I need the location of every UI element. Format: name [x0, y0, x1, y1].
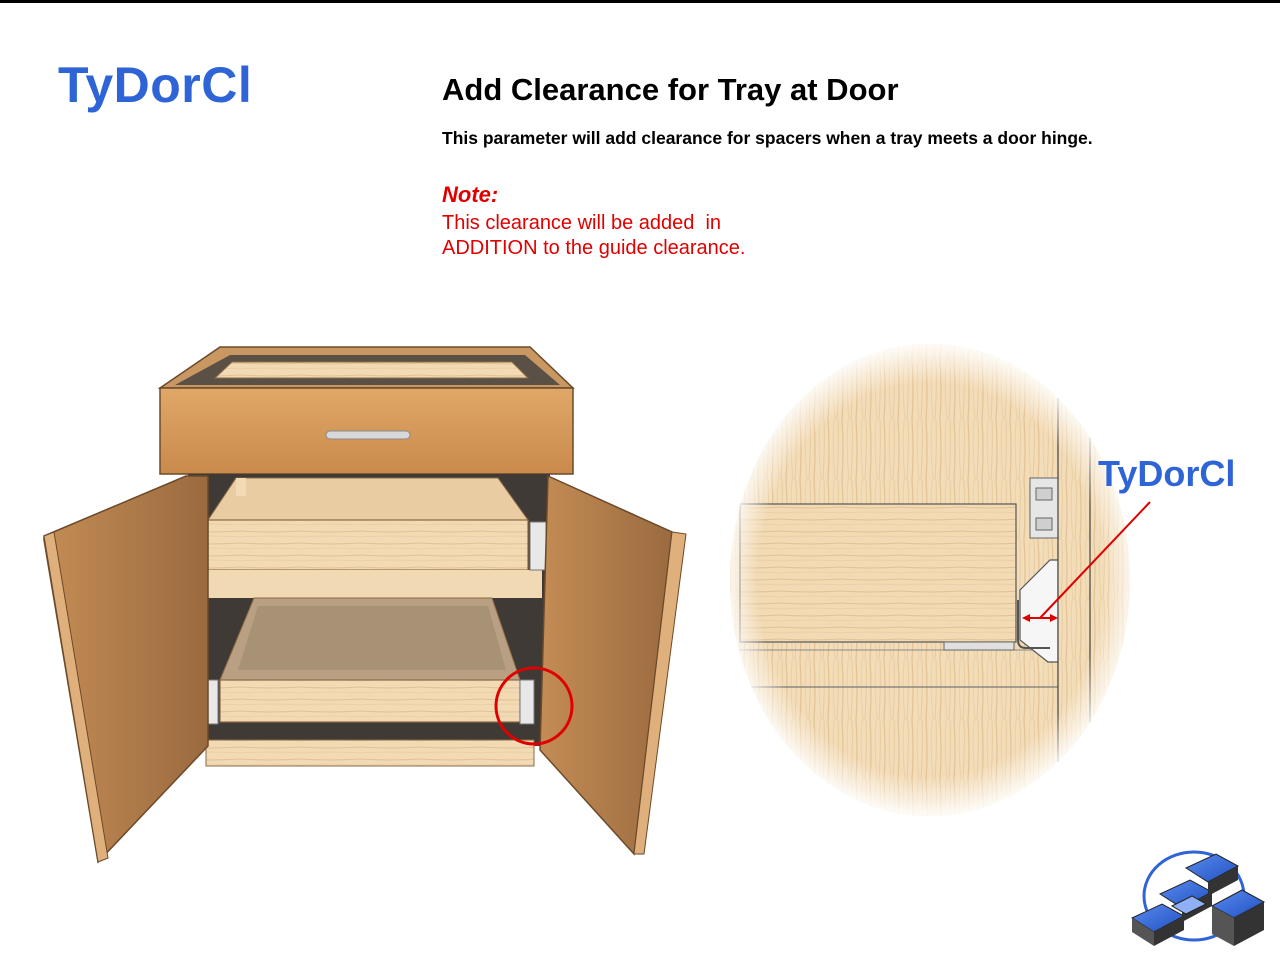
parameter-name-heading: TyDorCl	[58, 57, 253, 113]
note-text-line-2: ADDITION to the guide clearance.	[442, 237, 746, 259]
company-logo	[1130, 850, 1266, 946]
callout-leader-line	[1039, 501, 1151, 619]
drawer-handle	[325, 430, 411, 440]
top-border	[0, 0, 1280, 3]
upper-tray	[207, 519, 529, 571]
note-text-line-1: This clearance will be added in	[442, 212, 722, 234]
page-title: Add Clearance for Tray at Door	[442, 72, 899, 107]
highlight-circle	[494, 666, 574, 746]
hinge-upper-right	[529, 521, 547, 571]
hinge-lower-right	[519, 679, 535, 725]
lower-tray	[219, 679, 521, 723]
parameter-description: This parameter will add clearance for sp…	[442, 128, 1093, 148]
callout-label: TyDorCl	[1098, 453, 1235, 494]
cabinet-illustration	[43, 346, 687, 864]
detail-zoom-view: TyDorCl	[730, 344, 1235, 816]
note-label: Note:	[442, 182, 499, 207]
right-door	[539, 474, 673, 856]
